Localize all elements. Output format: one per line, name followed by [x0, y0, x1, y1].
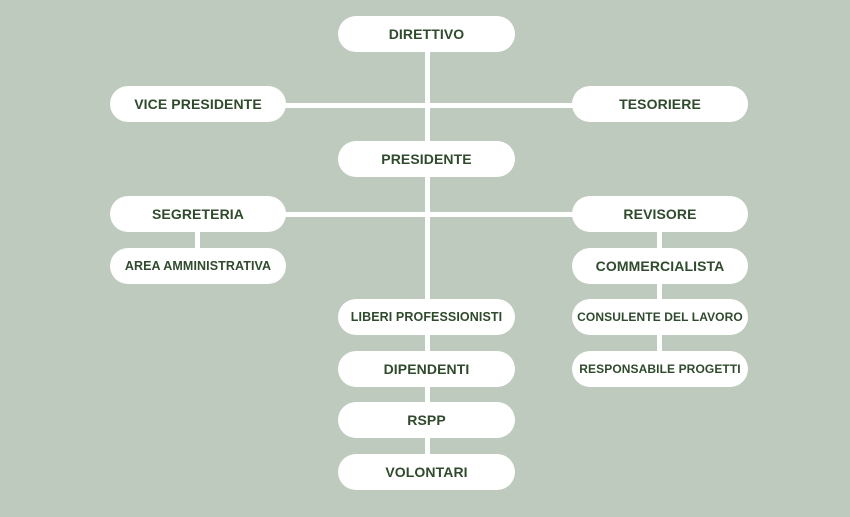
- node-area-amministrativa: AREA AMMINISTRATIVA: [110, 248, 286, 284]
- node-liberi-professionisti: LIBERI PROFESSIONISTI: [338, 299, 515, 335]
- node-dipendenti: DIPENDENTI: [338, 351, 515, 387]
- connector-trunk: [425, 50, 430, 472]
- node-consulente-del-lavoro: CONSULENTE DEL LAVORO: [572, 299, 748, 335]
- node-commercialista: COMMERCIALISTA: [572, 248, 748, 284]
- node-revisore: REVISORE: [572, 196, 748, 232]
- node-vice-presidente: VICE PRESIDENTE: [110, 86, 286, 122]
- node-direttivo: DIRETTIVO: [338, 16, 515, 52]
- node-rspp: RSPP: [338, 402, 515, 438]
- node-responsabile-progetti: RESPONSABILE PROGETTI: [572, 351, 748, 387]
- node-volontari: VOLONTARI: [338, 454, 515, 490]
- node-segreteria: SEGRETERIA: [110, 196, 286, 232]
- connector-row1: [280, 103, 576, 108]
- node-presidente: PRESIDENTE: [338, 141, 515, 177]
- connector-row2: [280, 212, 576, 217]
- connector-left-branch: [195, 230, 200, 250]
- node-tesoriere: TESORIERE: [572, 86, 748, 122]
